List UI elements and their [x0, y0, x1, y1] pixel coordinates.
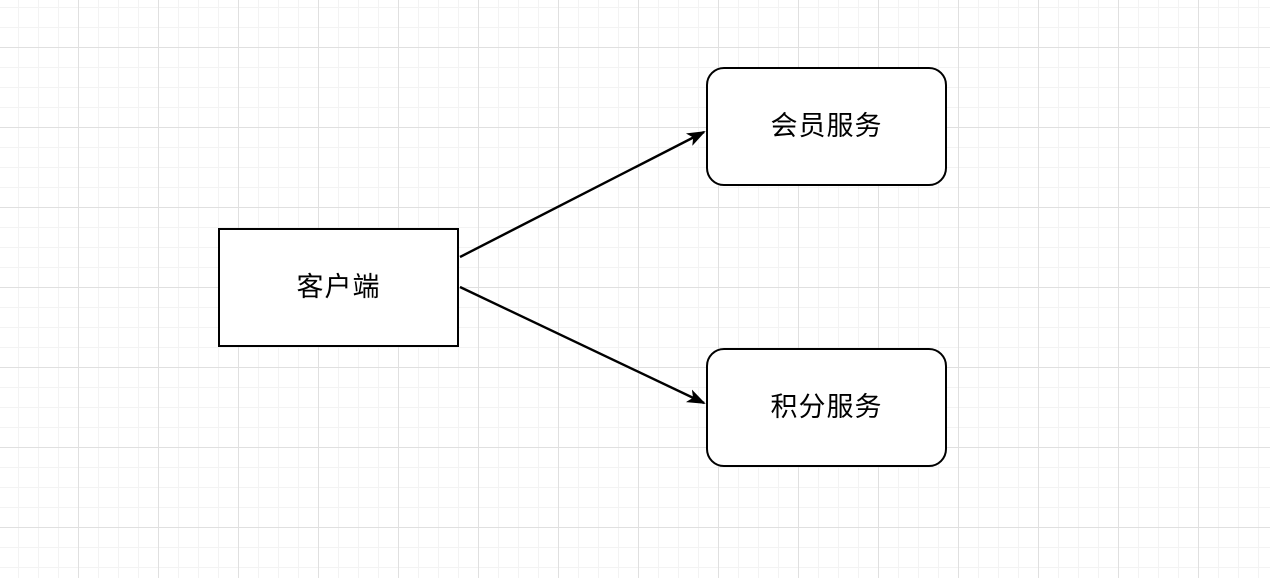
node-points-service-label: 积分服务 — [770, 392, 883, 422]
node-client[interactable]: 客户端 — [218, 228, 459, 347]
edge-client-to-points-service[interactable] — [459, 285, 704, 405]
node-member-service-label: 会员服务 — [770, 111, 883, 141]
node-member-service[interactable]: 会员服务 — [706, 67, 947, 186]
node-client-label: 客户端 — [296, 272, 381, 302]
node-points-service[interactable]: 积分服务 — [706, 348, 947, 467]
edge-client-to-member-service[interactable] — [459, 130, 704, 259]
